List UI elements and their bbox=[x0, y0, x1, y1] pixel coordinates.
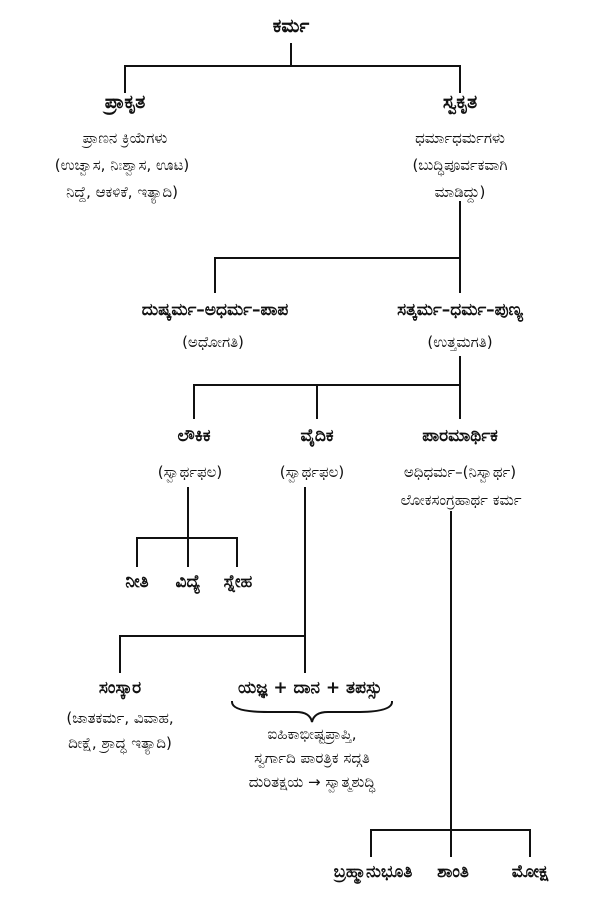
node-brahmanubhuti: ಬ್ರಹ್ಮಾನುಭೂತಿ bbox=[333, 862, 413, 882]
node-sneha: ಸ್ನೇಹ bbox=[223, 572, 253, 592]
node-karma: ಕರ್ಮ bbox=[272, 15, 310, 37]
node-prakrita-title: ಪ್ರಾಕೃತ bbox=[104, 91, 146, 113]
node-paramarthika-line2: ಲೋಕಸಂಗ್ರಹಾರ್ಥ ಕರ್ಮ bbox=[400, 491, 522, 509]
node-laukika-sub: (ಸ್ವಾರ್ಥಫಲ) bbox=[157, 463, 223, 481]
node-dushkarma-sub: (ಅಧೋಗತಿ) bbox=[182, 333, 244, 351]
node-yajna-title: ಯಜ್ಞ + ದಾನ + ತಪಸ್ಸು bbox=[237, 678, 383, 698]
node-svakrita-title: ಸ್ವಕೃತ bbox=[442, 91, 478, 113]
node-samskara-line2: ದೀಕ್ಷೆ, ಶ್ರಾದ್ಧ ಇತ್ಯಾದಿ) bbox=[68, 734, 172, 752]
node-niti: ನೀತಿ bbox=[125, 572, 149, 592]
node-samskara-line1: (ಜಾತಕರ್ಮ, ವಿವಾಹ, bbox=[66, 709, 174, 727]
node-vaidika-sub: (ಸ್ವಾರ್ಥಫಲ) bbox=[279, 463, 345, 481]
node-svakrita-line2: (ಬುದ್ಧಿಪೂರ್ವಕವಾಗಿ bbox=[412, 156, 508, 174]
node-vidye: ವಿದ್ಯೆ bbox=[175, 572, 201, 592]
node-prakrita-line2: (ಉಚ್ವಾಸ, ನಿಃಶ್ವಾಸ, ಊಟ) bbox=[54, 156, 190, 174]
node-svakrita-line1: ಧರ್ಮಾಧರ್ಮಗಳು bbox=[415, 129, 505, 147]
node-moksha: ಮೋಕ್ಷ bbox=[511, 862, 549, 882]
node-prakrita-line3: ನಿದ್ದೆ, ಆಕಳಿಕೆ, ಇತ್ಯಾದಿ) bbox=[66, 183, 178, 201]
node-dushkarma-title: ದುಷ್ಕರ್ಮ–ಅಧರ್ಮ–ಪಾಪ bbox=[141, 300, 289, 320]
node-shanti: ಶಾಂತಿ bbox=[437, 862, 469, 882]
node-prakrita-line1: ಪ್ರಾಣನ ಕ್ರಿಯೆಗಳು bbox=[82, 129, 168, 147]
node-samskara-title: ಸಂಸ್ಕಾರ bbox=[98, 678, 142, 698]
node-satkarma-sub: (ಉತ್ತಮಗತಿ) bbox=[427, 333, 493, 351]
node-laukika-title: ಲೌಕಿಕ bbox=[177, 426, 211, 446]
node-vaidika-title: ವೈದಿಕ bbox=[300, 426, 334, 446]
node-satkarma-title: ಸತ್ಕರ್ಮ–ಧರ್ಮ–ಪುಣ್ಯ bbox=[397, 300, 523, 320]
node-yajna-line3: ದುರಿತಕ್ಷಯ → ಸ್ವಾತ್ಮಶುದ್ಧಿ bbox=[248, 773, 376, 791]
node-paramarthika-line1: ಅಧಿಧರ್ಮ–(ನಿಸ್ವಾರ್ಥ) bbox=[403, 463, 517, 481]
node-svakrita-line3: ಮಾಡಿದ್ದು) bbox=[434, 183, 486, 201]
node-paramarthika-title: ಪಾರಮಾರ್ಥಿಕ bbox=[422, 426, 498, 446]
node-yajna-line1: ಐಹಿಕಾಭೀಷ್ಟಪ್ರಾಪ್ತಿ, bbox=[267, 725, 357, 743]
curly-brace bbox=[230, 700, 394, 723]
node-yajna-line2: ಸ್ವರ್ಗಾದಿ ಪಾರತ್ರಿಕ ಸದ್ಗತಿ bbox=[254, 749, 370, 767]
